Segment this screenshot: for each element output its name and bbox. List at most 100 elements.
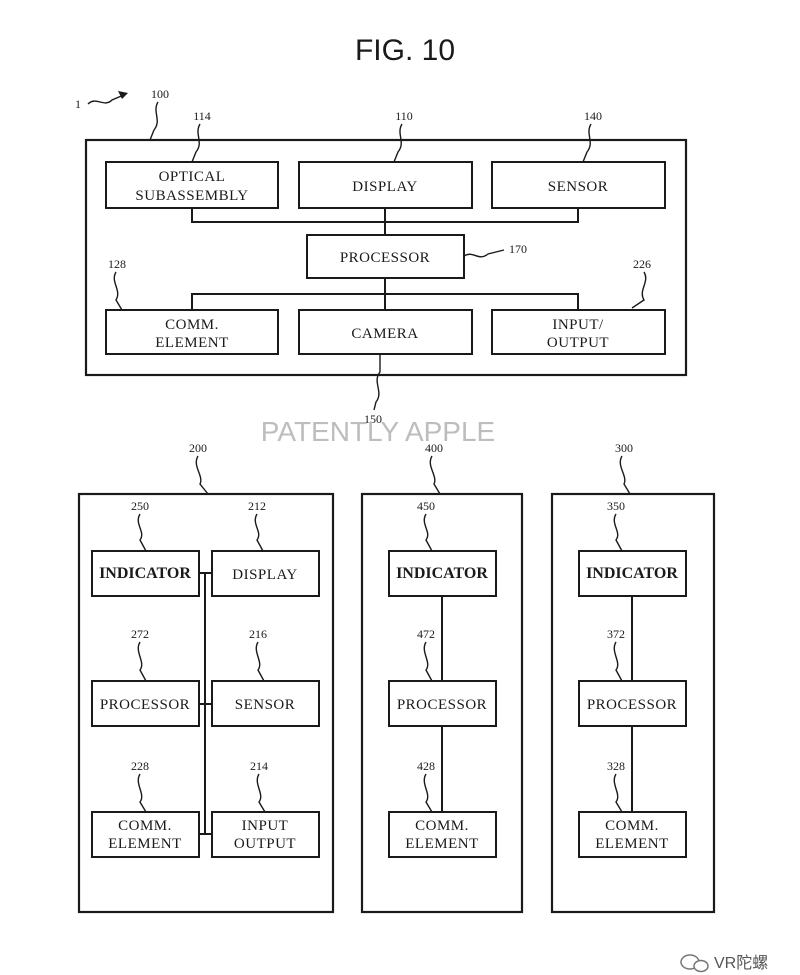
leader-300 [619,455,631,495]
d300-comm-label-1: COMM. [605,818,659,834]
d300-comm-label-2: ELEMENT [595,836,668,852]
leader-472 [423,641,433,682]
input-output-box: INPUT/ OUTPUT [491,309,666,355]
ref-d300-comm: 328 [607,759,625,773]
ref-d200-io: 214 [250,759,268,773]
d200-comm-label-1: COMM. [118,818,172,834]
leader-350 [613,513,623,552]
optical-label-2: SUBASSEMBLY [135,188,248,204]
leader-140 [582,123,592,163]
d300-indicator-box: INDICATOR [578,550,687,597]
leader-400 [429,455,441,495]
device-400-frame [360,492,524,914]
d200-processor-label: PROCESSOR [100,697,190,713]
d200-indicator-box: INDICATOR [91,550,200,597]
d300-indicator-label: INDICATOR [586,565,678,582]
d400-indicator-label: INDICATOR [396,565,488,582]
leader-226 [631,271,647,309]
leader-372 [613,641,623,682]
camera-label: CAMERA [351,326,418,342]
ref-d300-processor: 372 [607,627,625,641]
leader-272 [137,641,147,682]
ref-d200-display: 212 [248,499,266,513]
ref-d400-processor: 472 [417,627,435,641]
optical-label-1: OPTICAL [159,169,226,185]
d200-io-label-1: INPUT [242,818,289,834]
comm-label-1: COMM. [165,317,219,333]
io-label-2: OUTPUT [547,335,609,351]
d400-comm-label-1: COMM. [415,818,469,834]
d300-processor-label: PROCESSOR [587,697,677,713]
d400-processor-label: PROCESSOR [397,697,487,713]
watermark: PATENTLY APPLE [261,416,495,447]
wechat-logo-icon [680,954,709,973]
leader-216 [255,641,265,682]
camera-box: CAMERA [298,309,473,355]
ref-device-400: 400 [425,441,443,455]
d200-processor-box: PROCESSOR [91,680,200,727]
d400-comm-box: COMM. ELEMENT [388,811,497,858]
ref-display: 110 [395,109,413,123]
d200-io-label-2: OUTPUT [234,836,296,852]
bus-bottom [191,293,579,310]
d400-indicator-box: INDICATOR [388,550,497,597]
d200-comm-box: COMM. ELEMENT [91,811,200,858]
d300-comm-box: COMM. ELEMENT [578,811,687,858]
leader-428 [423,773,433,813]
d200-comm-label-2: ELEMENT [108,836,181,852]
optical-subassembly-box: OPTICAL SUBASSEMBLY [105,161,279,209]
ref-optical: 114 [193,109,211,123]
ref-device-100: 100 [151,87,169,101]
ref-camera: 150 [364,412,382,426]
leader-150 [373,354,381,411]
ref-io: 226 [633,257,651,271]
device-300-frame [550,492,716,914]
device-100-frame [84,138,688,377]
display-label: DISPLAY [352,179,417,195]
d200-indicator-label: INDICATOR [99,565,191,582]
ref-d300-indicator: 350 [607,499,625,513]
d400-comm-label-2: ELEMENT [405,836,478,852]
leader-114 [191,123,201,163]
comm-label-2: ELEMENT [155,335,228,351]
leader-170 [463,249,505,258]
processor-box: PROCESSOR [306,234,465,279]
comm-element-box: COMM. ELEMENT [105,309,279,355]
ref-processor: 170 [509,242,527,256]
ref-device-300: 300 [615,441,633,455]
leader-128 [113,271,123,311]
leader-100 [149,101,159,141]
ref-system-arrow [87,93,127,105]
ref-sensor: 140 [584,109,602,123]
leader-110 [393,123,403,163]
d300-processor-box: PROCESSOR [578,680,687,727]
leader-450 [423,513,433,552]
leader-228 [137,773,147,813]
ref-system: 1 [75,97,81,111]
ref-d400-comm: 428 [417,759,435,773]
ref-d200-indicator: 250 [131,499,149,513]
leader-200 [195,455,209,495]
logo-text: VR陀螺 [714,954,768,972]
device-200-frame [77,492,335,914]
ref-comm: 128 [108,257,126,271]
figure-title: FIG. 10 [355,34,455,67]
sensor-box: SENSOR [491,161,666,209]
leader-212 [254,513,264,552]
d200-display-label: DISPLAY [232,567,297,583]
d400-processor-box: PROCESSOR [388,680,497,727]
ref-d400-indicator: 450 [417,499,435,513]
d200-input-output-box: INPUT OUTPUT [211,811,320,858]
leader-250 [137,513,147,552]
sensor-label: SENSOR [548,179,609,195]
leader-214 [256,773,266,813]
display-box: DISPLAY [298,161,473,209]
arrowhead-icon [118,91,128,99]
d200-display-box: DISPLAY [211,550,320,597]
io-label-1: INPUT/ [552,317,604,333]
leader-328 [613,773,623,813]
ref-d200-processor: 272 [131,627,149,641]
ref-d200-comm: 228 [131,759,149,773]
d200-sensor-label: SENSOR [235,697,296,713]
